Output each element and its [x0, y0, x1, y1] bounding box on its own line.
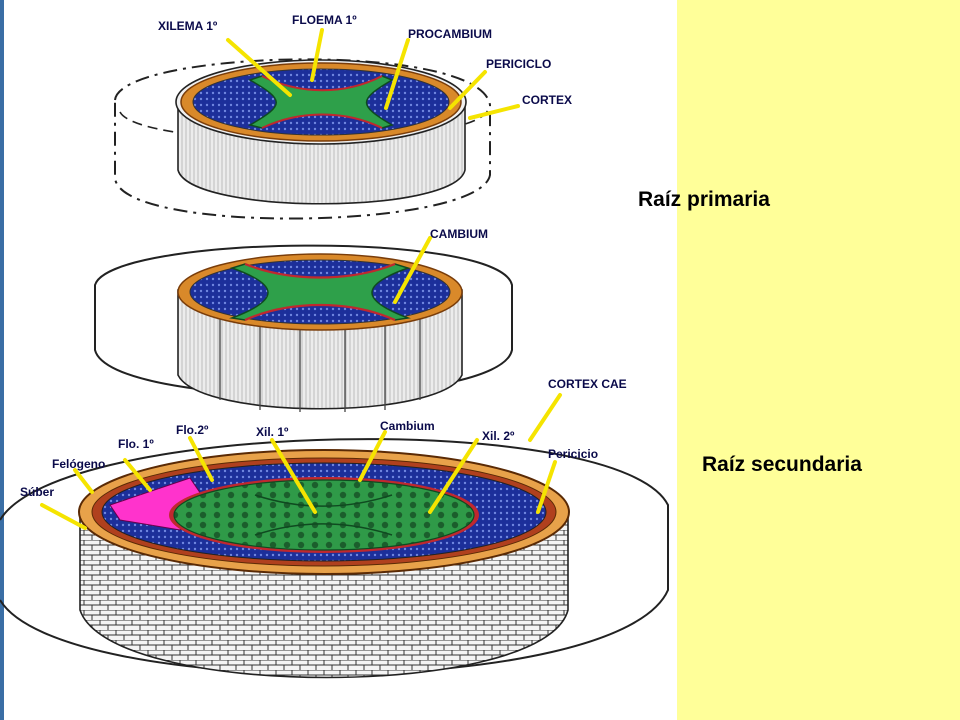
label-cortex: CORTEX	[522, 93, 572, 107]
pointer-periciclo	[448, 70, 487, 110]
pointer-cortex	[468, 104, 520, 120]
diagram-labels: XILEMA 1º FLOEMA 1º PROCAMBIUM PERICICLO…	[20, 13, 627, 499]
label-felogeno: Felógeno	[52, 457, 105, 471]
pointer-cambium2	[358, 430, 387, 482]
label-flo1: Flo. 1º	[118, 437, 154, 451]
transition-cortex-outline	[94, 244, 513, 396]
label-floema: FLOEMA 1º	[292, 13, 357, 27]
secondary-root-disc	[0, 438, 669, 679]
caption-primary-root: Raíz primaria	[638, 188, 770, 211]
caption-secondary-root: Raíz secundaria	[702, 453, 862, 476]
pointer-floema	[310, 28, 324, 82]
caption-panel	[677, 0, 960, 720]
pointer-cortex-cae	[528, 393, 562, 442]
label-xil1: Xil. 1º	[256, 425, 289, 439]
label-procambium: PROCAMBIUM	[408, 27, 492, 41]
cambium-band	[244, 262, 396, 322]
label-cortex-cae: CORTEX CAE	[548, 377, 627, 391]
label-xil2: Xil. 2º	[482, 429, 515, 443]
exfoliating-cortex-outline	[0, 438, 669, 675]
pointer-cambium	[393, 236, 432, 304]
left-edge	[0, 0, 4, 720]
label-pointers	[40, 28, 562, 530]
pointer-xil1	[270, 438, 317, 514]
transition-root-disc	[94, 244, 513, 412]
label-pericicio: Pericicio	[548, 447, 598, 461]
pointer-flo2	[188, 436, 214, 482]
pointer-xil2	[428, 438, 479, 514]
label-cambium2: Cambium	[380, 419, 435, 433]
outer-cortex-outline	[114, 58, 491, 220]
label-periciclo: PERICICLO	[486, 57, 551, 71]
pointer-flo1	[123, 458, 152, 492]
label-cambium: CAMBIUM	[430, 227, 488, 241]
secondary-xylem	[173, 479, 475, 551]
label-xilema: XILEMA 1º	[158, 19, 218, 33]
pointer-suber	[40, 503, 87, 530]
pointer-felogeno	[73, 468, 94, 494]
label-suber: Súber	[20, 485, 54, 499]
pointer-pericicio	[536, 460, 557, 514]
primary-root-disc	[114, 58, 491, 220]
label-flo2: Flo.2º	[176, 423, 209, 437]
pointer-xilema	[226, 38, 292, 97]
pointer-procambium	[384, 38, 410, 110]
